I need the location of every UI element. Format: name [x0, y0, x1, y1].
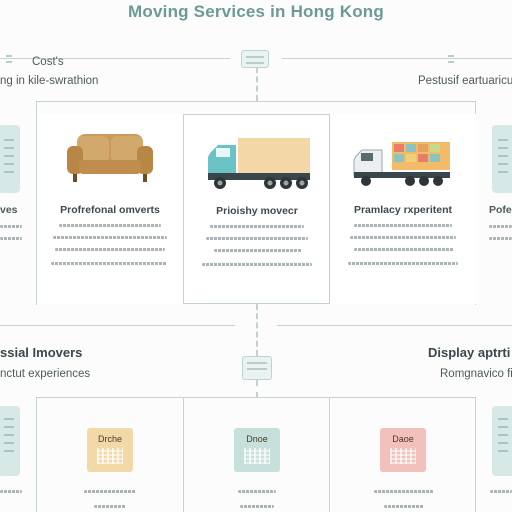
card-1-text-line	[59, 224, 161, 227]
bottom-divider-2	[329, 397, 330, 512]
bottom-card-3-badge[interactable]: Daoe	[380, 428, 426, 472]
left-edge-line-1	[0, 225, 22, 228]
right-edge-title: Pofe	[489, 204, 512, 216]
top-right-label: Pestusif eartuaricue	[418, 75, 512, 87]
top-left-label-2: ng in kile-swrathion	[0, 75, 99, 87]
bottom-frame-top	[36, 397, 476, 398]
container-truck-icon	[353, 142, 450, 186]
sofa-icon	[67, 134, 153, 182]
card-1-text-line	[55, 248, 165, 251]
top-frame-left	[36, 101, 37, 305]
bottom-card-1-label: Drche	[97, 434, 122, 444]
bottom-card-2-text	[238, 490, 276, 493]
middle-vertical-connector-upper	[256, 304, 258, 356]
top-right-marker	[444, 50, 458, 63]
left-edge-tab-bottom	[0, 406, 20, 476]
middle-connector-right	[277, 325, 512, 326]
middle-right-heading: Display aptrti	[428, 345, 511, 360]
page-title: Moving Services in Hong Kong	[128, 2, 384, 21]
bottom-card-2-label: Dnoe	[246, 434, 268, 444]
right-edge-tab-bottom	[492, 406, 512, 476]
top-left-label-1: Cost's	[32, 56, 64, 68]
card-3-text-line	[350, 236, 456, 239]
right-edge-tab-top	[492, 125, 512, 193]
left-edge-bottom-line	[0, 490, 22, 493]
card-3-text-line	[354, 224, 452, 227]
bottom-frame-right	[475, 397, 476, 512]
top-frame-top	[36, 101, 476, 102]
top-connector-left	[0, 58, 230, 59]
bottom-card-2-text	[240, 505, 274, 508]
middle-left-heading: ssial Imovers	[0, 345, 83, 360]
bottom-card-3-pattern	[390, 448, 416, 464]
card-2-text-line	[206, 237, 308, 240]
service-card-3-title: Pramlacy rxperitent	[353, 204, 453, 216]
top-center-node	[241, 50, 269, 68]
bottom-card-3-text	[384, 505, 424, 508]
service-card-3[interactable]: Pramlacy rxperitent	[329, 114, 476, 304]
middle-vertical-connector-lower	[256, 380, 258, 398]
bottom-card-1-badge[interactable]: Drche	[87, 428, 133, 472]
bottom-card-2-pattern	[244, 448, 270, 464]
right-edge-line-1	[489, 225, 512, 228]
right-edge-bottom-line	[490, 490, 512, 493]
bottom-card-2-badge[interactable]: Dnoe	[234, 428, 280, 472]
left-edge-title: ves	[0, 204, 18, 216]
service-card-2-title: Prioishy movecr	[216, 205, 298, 217]
middle-connector-left	[0, 325, 235, 326]
top-left-marker	[2, 50, 16, 63]
card-3-text-line	[354, 248, 454, 251]
middle-center-node	[242, 356, 272, 380]
card-1-text-line	[51, 262, 167, 265]
service-card-1-title: Profrefonal omverts	[60, 204, 160, 216]
top-vertical-connector	[256, 67, 258, 101]
bottom-card-1-text	[94, 505, 126, 508]
bottom-card-1-text	[84, 490, 136, 493]
right-edge-line-2	[489, 237, 512, 240]
bottom-card-3-text	[374, 490, 434, 493]
service-card-1[interactable]: Profrefonal omverts	[37, 114, 184, 304]
bottom-divider-1	[183, 397, 184, 512]
bottom-card-1-pattern	[97, 448, 123, 464]
top-connector-right	[282, 58, 512, 59]
left-edge-line-2	[0, 237, 22, 240]
card-2-text-line	[202, 263, 312, 266]
middle-left-subtext: nctut experiences	[0, 368, 91, 380]
bottom-card-3-label: Daoe	[392, 434, 414, 444]
middle-right-subtext: Romgnavico fi	[440, 368, 512, 380]
card-1-text-line	[53, 236, 167, 239]
truck-icon	[208, 138, 310, 189]
bottom-frame-left	[36, 397, 37, 512]
card-3-text-line	[348, 262, 458, 265]
left-edge-tab-top	[0, 125, 20, 193]
card-2-text-line	[214, 249, 302, 252]
service-card-2[interactable]: Prioishy movecr	[183, 114, 331, 304]
card-2-text-line	[210, 225, 304, 228]
